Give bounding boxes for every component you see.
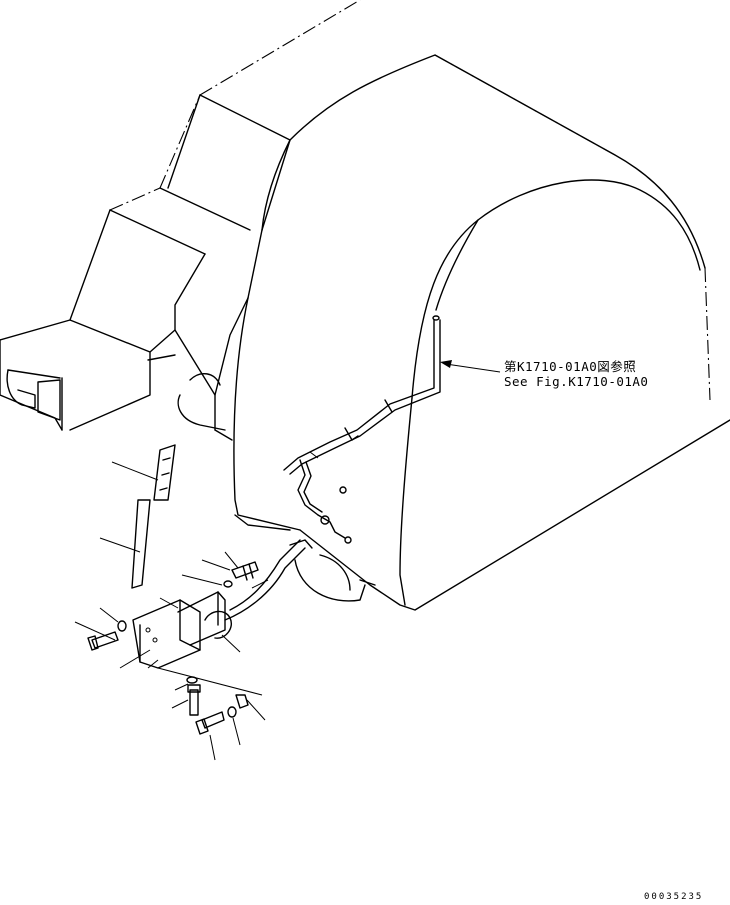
stay-arm: [131, 444, 176, 589]
fasteners: [87, 561, 259, 735]
air-duct: [0, 209, 176, 431]
reference-label-japanese: 第K1710-01A0図参照: [504, 359, 637, 374]
bracket-assembly: [132, 539, 313, 669]
cable-harness: [283, 315, 441, 544]
leader-lines: [74, 461, 269, 761]
reference-arrow: [440, 360, 501, 373]
drawing-number: 00035235: [644, 892, 704, 902]
reference-label-english: See Fig.K1710-01A0: [504, 374, 649, 389]
cab-body: [109, 0, 730, 611]
